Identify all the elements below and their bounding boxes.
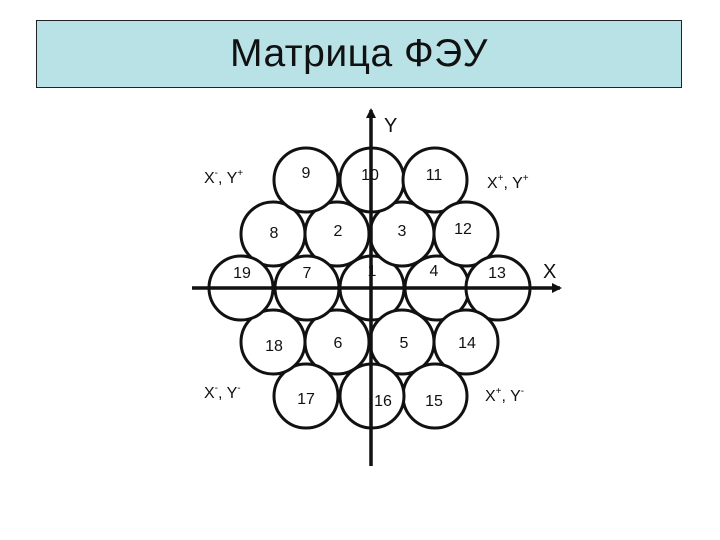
- pmt-cell-number: 6: [334, 335, 343, 352]
- quadrant-label-bottom-right: X+, Y-: [485, 386, 524, 405]
- pmt-cell-number: 18: [265, 338, 283, 355]
- pmt-cell-circle: [272, 146, 340, 214]
- pmt-cell-number: 7: [303, 265, 312, 282]
- pmt-cell-number: 8: [270, 225, 279, 242]
- pmt-cell-number: 17: [297, 391, 315, 408]
- pmt-cell-circle: [272, 362, 340, 430]
- pmt-cell-circle: [432, 200, 500, 268]
- pmt-cell-number: 14: [458, 335, 476, 352]
- pmt-cell-number: 16: [374, 393, 392, 410]
- pmt-cell-circle: [239, 200, 307, 268]
- pmt-cell-number: 5: [400, 335, 409, 352]
- pmt-cell-number: 13: [488, 265, 506, 282]
- x-axis-label: X: [543, 261, 556, 283]
- title-box: Матрица ФЭУ: [36, 20, 682, 88]
- pmt-cells-group: 12345678910111213141516171819: [207, 146, 532, 430]
- quadrant-label-bottom-left: X-, Y-: [204, 383, 241, 402]
- pmt-cell-number: 4: [430, 263, 439, 280]
- pmt-cell-number: 19: [233, 265, 251, 282]
- pmt-cell-circle: [401, 146, 469, 214]
- slide-title: Матрица ФЭУ: [230, 32, 488, 75]
- pmt-cell-number: 2: [334, 223, 343, 240]
- y-axis-label: Y: [384, 115, 397, 137]
- pmt-cell-number: 3: [398, 223, 407, 240]
- pmt-cell-circle: [432, 308, 500, 376]
- quadrant-label-top-left: X-, Y+: [204, 168, 243, 187]
- pmt-cell-number: 12: [454, 221, 472, 238]
- pmt-cell-circle: [239, 308, 307, 376]
- pmt-cell-number: 9: [302, 165, 311, 182]
- quadrant-label-top-right: X+, Y+: [487, 173, 529, 192]
- pmt-cell-number: 15: [425, 393, 443, 410]
- pmt-cell-number: 11: [426, 167, 443, 184]
